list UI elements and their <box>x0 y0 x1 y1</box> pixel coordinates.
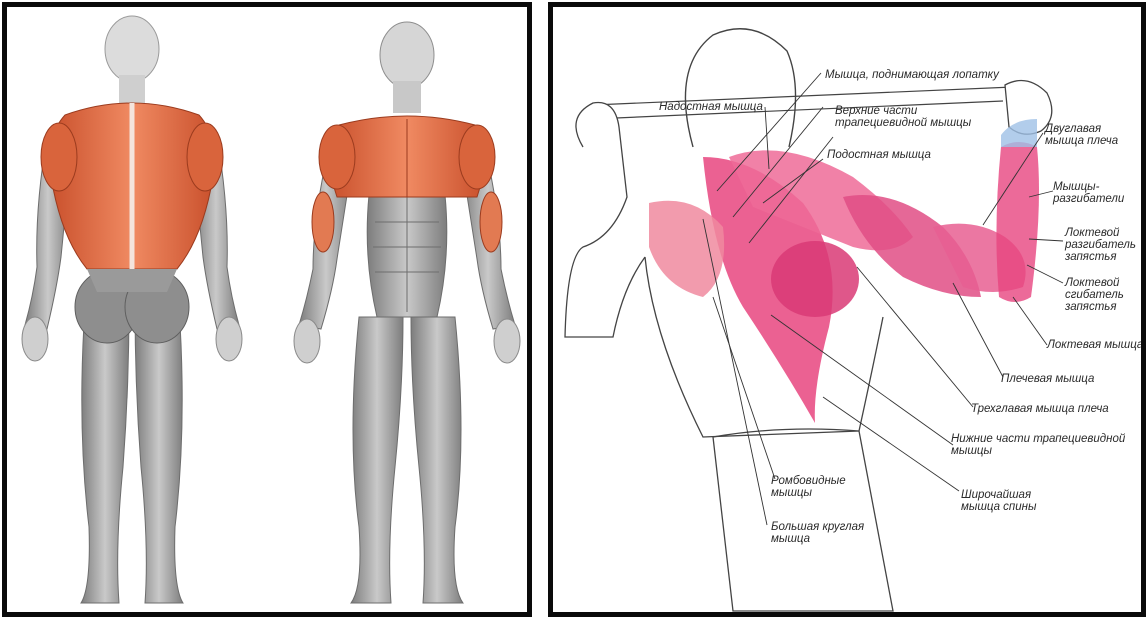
label-anconeus: Локтевая мышца <box>1047 339 1143 351</box>
label-teres-major: Большая круглая мышца <box>771 521 881 545</box>
label-triceps: Трехглавая мышца плеча <box>971 403 1109 415</box>
anatomy-figures-illustration <box>7 7 527 612</box>
label-lower-trapezius: Нижние части трапециевидной мышцы <box>951 433 1146 457</box>
label-biceps: Двуглавая мышца плеча <box>1045 123 1141 147</box>
label-ulnar-flexor: Локтевой сгибатель запястья <box>1065 277 1145 313</box>
label-latissimus: Широчайшая мышца спины <box>961 489 1071 513</box>
label-supraspinatus: Надостная мышца <box>659 101 763 113</box>
anatomy-figures-panel <box>2 2 532 617</box>
back-view-figure <box>22 16 242 603</box>
label-extensors: Мышцы-разгибатели <box>1053 181 1123 205</box>
label-brachialis: Плечевая мышца <box>1001 373 1094 385</box>
label-levator-scapulae: Мышца, поднимающая лопатку <box>825 69 1001 81</box>
muscle-group-back <box>649 119 1039 423</box>
label-rhomboids: Ромбовидные мышцы <box>771 475 871 499</box>
front-view-figure <box>294 22 520 603</box>
label-upper-trapezius: Верхние части трапециевидной мышцы <box>835 105 1001 129</box>
label-infraspinatus: Подостная мышца <box>827 149 931 161</box>
labeled-back-muscles-panel: Мышца, поднимающая лопатку Надостная мыш… <box>548 2 1146 617</box>
label-ulnar-extensor: Локтевой разгибатель запястья <box>1065 227 1143 263</box>
